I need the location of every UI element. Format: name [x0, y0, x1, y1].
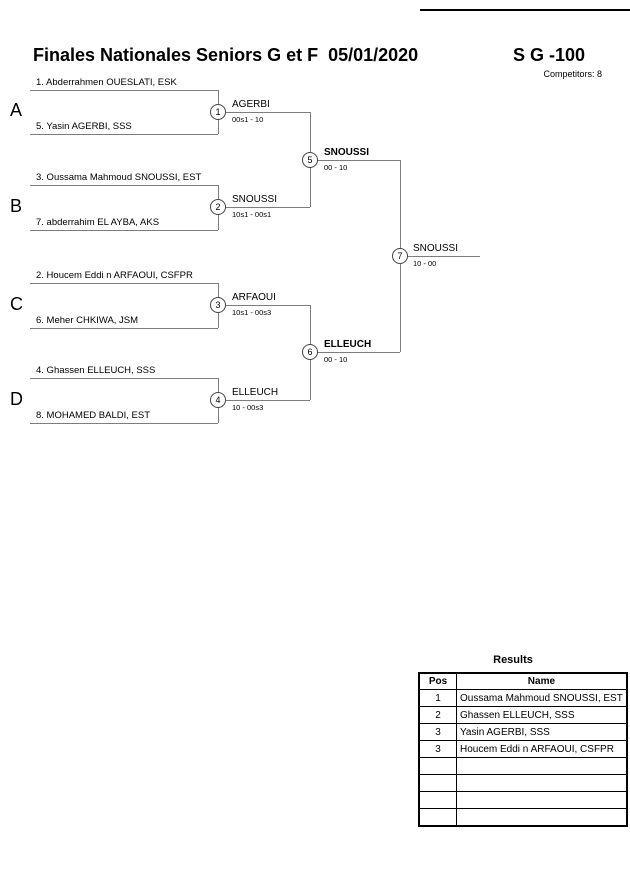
winner-line: [218, 305, 310, 306]
results-header-pos: Pos: [418, 672, 457, 690]
competitor-line: [30, 134, 218, 135]
competitor-line: [30, 378, 218, 379]
competitor-line: [30, 328, 218, 329]
match-winner-label: ARFAOUI: [232, 292, 276, 303]
match-score: 10 - 00: [413, 259, 437, 268]
results-row: [418, 808, 628, 827]
competitor-name: 5. Yasin AGERBI, SSS: [36, 121, 132, 132]
competitors-count: Competitors: 8: [543, 69, 602, 79]
match-winner-label: AGERBI: [232, 99, 270, 110]
competitor-line: [30, 283, 218, 284]
match-score: 10 - 00s3: [232, 403, 264, 412]
results-header-row: Pos Name: [418, 672, 628, 690]
result-name: Oussama Mahmoud SNOUSSI, EST: [455, 689, 628, 707]
results-row: 2 Ghassen ELLEUCH, SSS: [418, 706, 628, 724]
match-score: 10s1 - 00s3: [232, 308, 272, 317]
results-table: Pos Name 1 Oussama Mahmoud SNOUSSI, EST …: [418, 672, 628, 827]
result-pos: 3: [418, 740, 457, 758]
match-score: 00 - 10: [324, 355, 348, 364]
group-letter-a: A: [10, 100, 23, 120]
group-letter-d: D: [10, 389, 23, 409]
competitor-name: 1. Abderrahmen OUESLATI, ESK: [36, 77, 177, 88]
page-title: Finales Nationales Seniors G et F 05/01/…: [33, 45, 419, 65]
result-pos: [418, 774, 457, 792]
match-winner-label: SNOUSSI: [232, 194, 278, 205]
match-winner-label: SNOUSSI: [413, 243, 459, 254]
competitor-name: 6. Meher CHKIWA, JSM: [36, 315, 139, 326]
competitor-name: 3. Oussama Mahmoud SNOUSSI, EST: [36, 172, 202, 183]
match-number-badge: 7: [392, 248, 408, 264]
group-letter-b: B: [10, 196, 23, 216]
result-name: Yasin AGERBI, SSS: [455, 723, 628, 741]
match-number-badge: 2: [210, 199, 226, 215]
result-name: [455, 774, 628, 792]
match-number-badge: 6: [302, 344, 318, 360]
result-name: [455, 791, 628, 809]
competitor-line: [30, 90, 218, 91]
competitor-line: [30, 423, 218, 424]
match-number-badge: 5: [302, 152, 318, 168]
group-letter-c: C: [10, 294, 23, 314]
match-number-badge: 3: [210, 297, 226, 313]
results-row: [418, 774, 628, 792]
winner-line: [218, 112, 310, 113]
category-title: S G -100: [513, 45, 586, 65]
competitor-name: 8. MOHAMED BALDI, EST: [36, 410, 151, 421]
match-winner-label: SNOUSSI: [324, 147, 370, 158]
competitor-line: [30, 185, 218, 186]
match-score: 00s1 - 10: [232, 115, 264, 124]
result-pos: [418, 808, 457, 827]
winner-line: [218, 400, 310, 401]
results-title: Results: [493, 654, 533, 666]
result-pos: [418, 757, 457, 775]
winner-line: [310, 160, 400, 161]
result-pos: 1: [418, 689, 457, 707]
results-row: [418, 757, 628, 775]
results-row: 3 Yasin AGERBI, SSS: [418, 723, 628, 741]
winner-line: [310, 352, 400, 353]
match-number-badge: 4: [210, 392, 226, 408]
winner-line: [218, 207, 310, 208]
result-pos: 2: [418, 706, 457, 724]
result-pos: [418, 791, 457, 809]
match-score: 10s1 - 00s1: [232, 210, 272, 219]
results-row: 1 Oussama Mahmoud SNOUSSI, EST: [418, 689, 628, 707]
results-row: [418, 791, 628, 809]
match-winner-label: ELLEUCH: [324, 339, 372, 350]
top-border-bar: [420, 9, 630, 11]
match-score: 00 - 10: [324, 163, 348, 172]
competitor-name: 2. Houcem Eddi n ARFAOUI, CSFPR: [36, 270, 193, 281]
results-row: 3 Houcem Eddi n ARFAOUI, CSFPR: [418, 740, 628, 758]
competitor-line: [30, 230, 218, 231]
result-name: [455, 808, 628, 827]
result-name: Houcem Eddi n ARFAOUI, CSFPR: [455, 740, 628, 758]
competitor-name: 4. Ghassen ELLEUCH, SSS: [36, 365, 156, 376]
result-name: [455, 757, 628, 775]
competitor-name: 7. abderrahim EL AYBA, AKS: [36, 217, 160, 228]
match-number-badge: 1: [210, 104, 226, 120]
result-pos: 3: [418, 723, 457, 741]
results-header-name: Name: [455, 672, 628, 690]
result-name: Ghassen ELLEUCH, SSS: [455, 706, 628, 724]
match-winner-label: ELLEUCH: [232, 387, 279, 398]
winner-line: [400, 256, 480, 257]
